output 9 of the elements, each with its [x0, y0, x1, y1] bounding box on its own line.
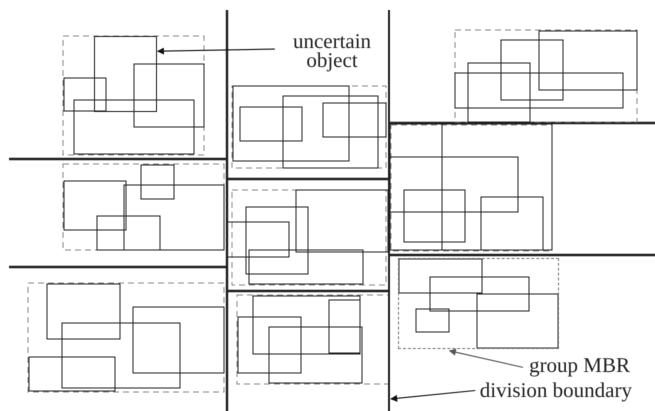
group-mbr-box	[398, 258, 559, 349]
object-rectangle	[94, 36, 157, 112]
callout-label: division boundary	[480, 381, 632, 400]
callout-label: group MBR	[529, 356, 630, 375]
leader-arrow	[390, 390, 476, 402]
leader-arrow	[448, 348, 524, 368]
callout-label: uncertain object	[280, 32, 384, 70]
leader-arrow	[156, 48, 275, 55]
division-line	[388, 10, 390, 411]
